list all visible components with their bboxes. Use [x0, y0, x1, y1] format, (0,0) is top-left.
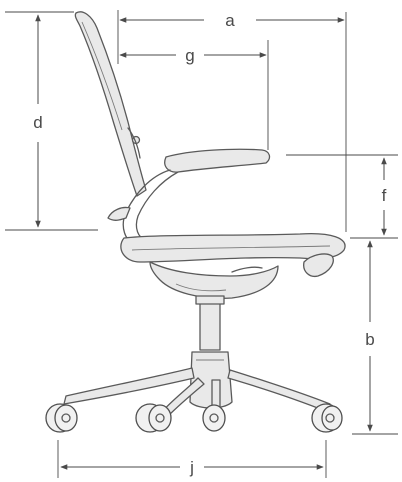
seat-mechanism — [149, 261, 279, 299]
label-j: j — [189, 458, 194, 477]
base-leg-right — [227, 369, 331, 413]
seat-knob — [303, 253, 334, 278]
label-f: f — [382, 186, 387, 205]
recline-lever — [107, 206, 131, 221]
dimension-lines — [5, 10, 398, 478]
armrest — [164, 148, 271, 173]
label-g: g — [185, 46, 194, 65]
label-a: a — [225, 11, 235, 30]
caster-front-left — [135, 403, 172, 433]
label-b: b — [365, 330, 374, 349]
chair-illustration — [45, 11, 346, 433]
gas-cylinder — [199, 299, 221, 351]
caster-front-right — [202, 404, 226, 432]
backrest — [74, 11, 147, 197]
caster-left — [45, 403, 78, 433]
caster-right — [311, 403, 343, 433]
label-d: d — [33, 113, 42, 132]
